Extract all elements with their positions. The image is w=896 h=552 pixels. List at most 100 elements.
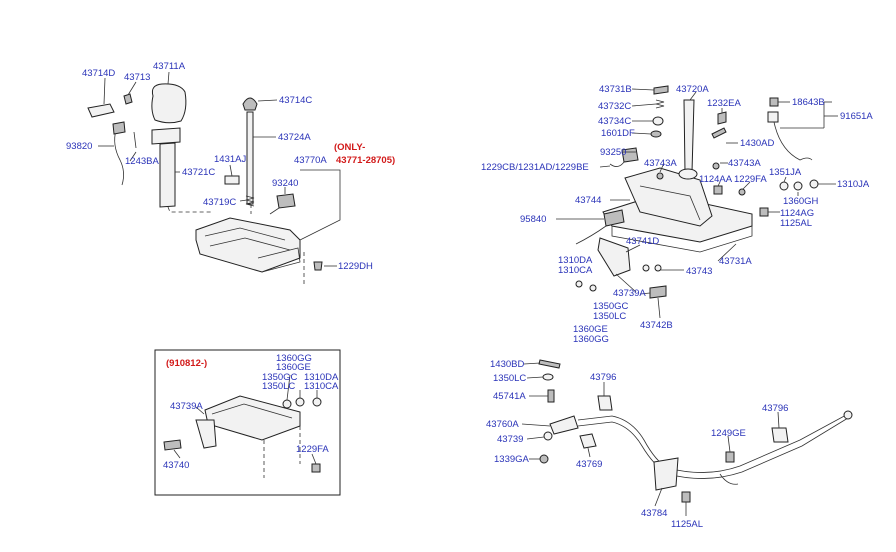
bracket-43796-2: [771, 427, 789, 443]
washer-1350LC-b: [542, 373, 554, 381]
screw-1232EA: [717, 111, 727, 125]
washer-43743b: [654, 264, 662, 272]
label-43731B: 43731B: [599, 84, 632, 95]
label-1350LC-i: 1350LC: [262, 381, 295, 392]
leader-lines-bottom: [521, 362, 780, 516]
label-43714C: 43714C: [279, 95, 312, 106]
label-43796-2: 43796: [762, 403, 788, 414]
clip-43739: [543, 431, 553, 441]
knob-button: [87, 103, 115, 118]
label-1360GE-r: 1360GE: [573, 324, 608, 335]
label-91651A: 91651A: [840, 111, 873, 122]
nut-43743A-2: [712, 162, 720, 170]
label-43732C: 43732C: [598, 101, 631, 112]
washer-43743: [642, 264, 650, 272]
socket-91651A: [767, 111, 779, 123]
label-1229FA-top: 1229FA: [734, 174, 767, 185]
label-43743: 43743: [686, 266, 712, 277]
label-43734C: 43734C: [598, 116, 631, 127]
cable-end-43760A: [549, 415, 579, 435]
label-1350GC-r: 1350GC: [593, 301, 629, 312]
label-1350LC-r: 1350LC: [593, 311, 626, 322]
rod-43724A: [246, 111, 254, 205]
clip-43731B: [653, 85, 669, 95]
label-1229CB-group: 1229CB/1231AD/1229BE: [481, 162, 589, 173]
cable-ball-end: [843, 410, 853, 420]
label-45741A: 45741A: [493, 391, 526, 402]
label-1124AG: 1124AG: [780, 208, 814, 219]
label-43719C: 43719C: [203, 197, 236, 208]
bracket-43796-1: [597, 395, 613, 411]
bolt-1229FA: [738, 188, 746, 196]
inset-nut-1310DA: [312, 397, 322, 407]
label-1430BD: 1430BD: [490, 359, 524, 370]
switch-93240: [276, 193, 296, 209]
label-43743A-2: 43743A: [728, 158, 761, 169]
label-43796-1: 43796: [590, 372, 616, 383]
label-1430AD: 1430AD: [740, 138, 774, 149]
label-1350LC-b: 1350LC: [493, 373, 526, 384]
leader-lines-right: [556, 88, 838, 319]
label-43713: 43713: [124, 72, 150, 83]
label-95840: 95840: [520, 214, 546, 225]
inset-bolt-43740: [163, 439, 182, 451]
shift-mechanism-assembly: [575, 85, 819, 299]
label-43744: 43744: [575, 195, 601, 206]
nut-1310JA: [809, 179, 819, 189]
nut-1339GA: [539, 454, 549, 464]
label-1125AL-top: 1125AL: [780, 218, 812, 229]
label-93240: 93240: [272, 178, 298, 189]
label-1229FA-i: 1229FA: [296, 444, 329, 455]
label-1360GG-i: 1360GG: [276, 353, 312, 364]
label-1124AA: 1124AA: [699, 174, 733, 185]
bolt-1125AL-b: [681, 491, 691, 503]
cable-assembly: [538, 359, 853, 503]
label-43739A-i: 43739A: [170, 401, 203, 412]
label-93250: 93250: [600, 147, 626, 158]
screw-1243BA: [133, 131, 137, 149]
washer-1350GC: [589, 284, 597, 292]
pin-1430AD: [711, 127, 727, 139]
switch-93250: [621, 147, 639, 163]
shift-knob: [151, 83, 187, 124]
label-1249GE: 1249GE: [711, 428, 746, 439]
lever-collar: [151, 127, 181, 145]
label-43743A-1: 43743A: [644, 158, 677, 169]
label-only-range: 43771-28705): [336, 155, 395, 166]
label-1310CA-r: 1310CA: [558, 265, 593, 276]
lever-43720A: [683, 99, 695, 173]
cable-43760A: [577, 413, 849, 473]
part-1431AJ: [224, 175, 240, 185]
bolt-1229DH: [313, 261, 323, 271]
bushing-43734C: [652, 116, 664, 126]
label-1232EA: 1232EA: [707, 98, 741, 109]
label-inset-title: (910812-): [166, 358, 207, 369]
label-1351JA: 1351JA: [769, 167, 802, 178]
label-43711A: 43711A: [153, 61, 186, 72]
inset-washer-1360GG: [282, 399, 292, 409]
bulb-18643B: [769, 97, 779, 107]
label-1350GC-i: 1350GC: [262, 372, 298, 383]
label-1360GH: 1360GH: [783, 196, 819, 207]
harness-93820: [114, 129, 124, 186]
inset-washer-1350GC: [295, 397, 305, 407]
label-1431AJ: 1431AJ: [214, 154, 246, 165]
bolt-1124AA: [713, 185, 723, 195]
label-43770A: 43770A: [294, 155, 327, 166]
label-1310JA: 1310JA: [837, 179, 870, 190]
pin-43713: [123, 93, 133, 105]
label-43760A: 43760A: [486, 419, 519, 430]
washer-1351JA: [779, 181, 789, 191]
leader-lines-left: [98, 71, 337, 267]
label-1339GA: 1339GA: [494, 454, 530, 465]
washer-1360GH: [793, 181, 803, 191]
label-1310CA-i: 1310CA: [304, 381, 339, 392]
spring-43719C: [245, 195, 255, 207]
label-1229DH: 1229DH: [338, 261, 373, 272]
link-43741D: [597, 237, 631, 277]
label-1601DF: 1601DF: [601, 128, 635, 139]
label-1360GE-i: 1360GE: [276, 362, 311, 373]
label-43721C: 43721C: [182, 167, 215, 178]
bolt-43742B: [649, 285, 667, 299]
label-43739A-r: 43739A: [613, 288, 646, 299]
